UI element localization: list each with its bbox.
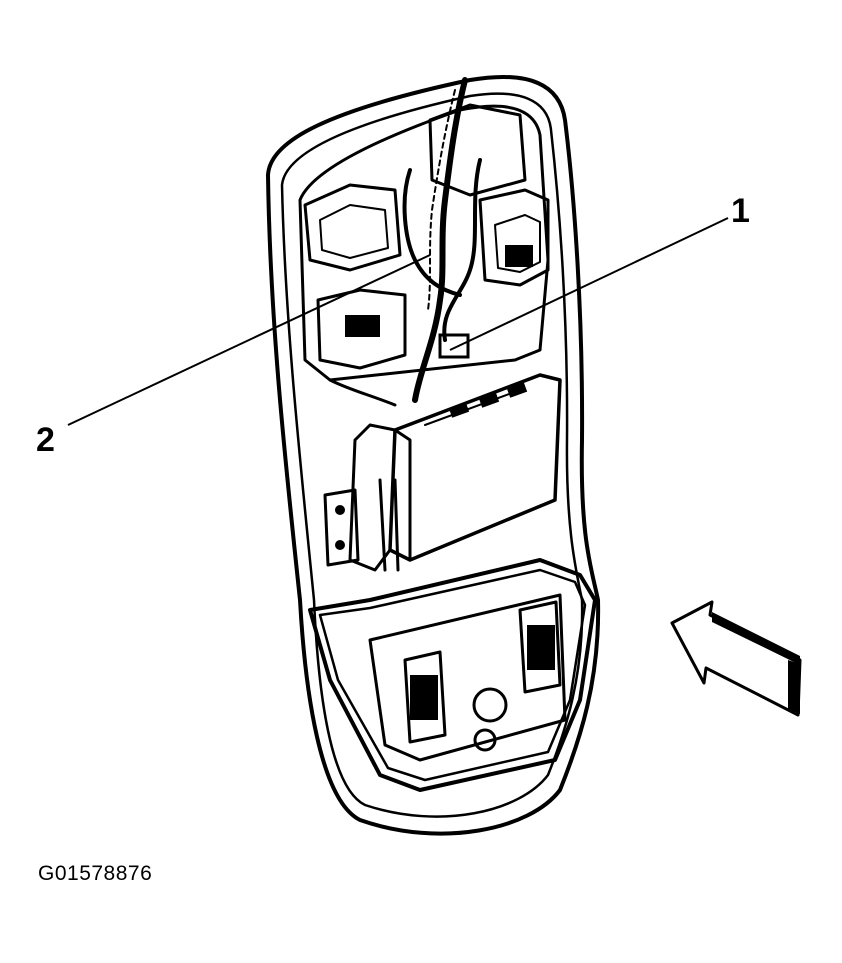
callout-2-leader xyxy=(67,254,431,426)
wiring-harness xyxy=(328,77,482,407)
callout-label-1: 1 xyxy=(731,192,750,230)
lamp-bezel xyxy=(308,558,597,792)
control-module xyxy=(323,373,562,572)
callout-label-2: 2 xyxy=(36,421,55,459)
callout-1-leader xyxy=(449,217,729,351)
console-housing xyxy=(266,75,601,836)
figure-identifier: G01578876 xyxy=(38,862,153,885)
upper-cavity xyxy=(298,103,550,382)
view-direction-arrow-icon xyxy=(670,600,802,717)
